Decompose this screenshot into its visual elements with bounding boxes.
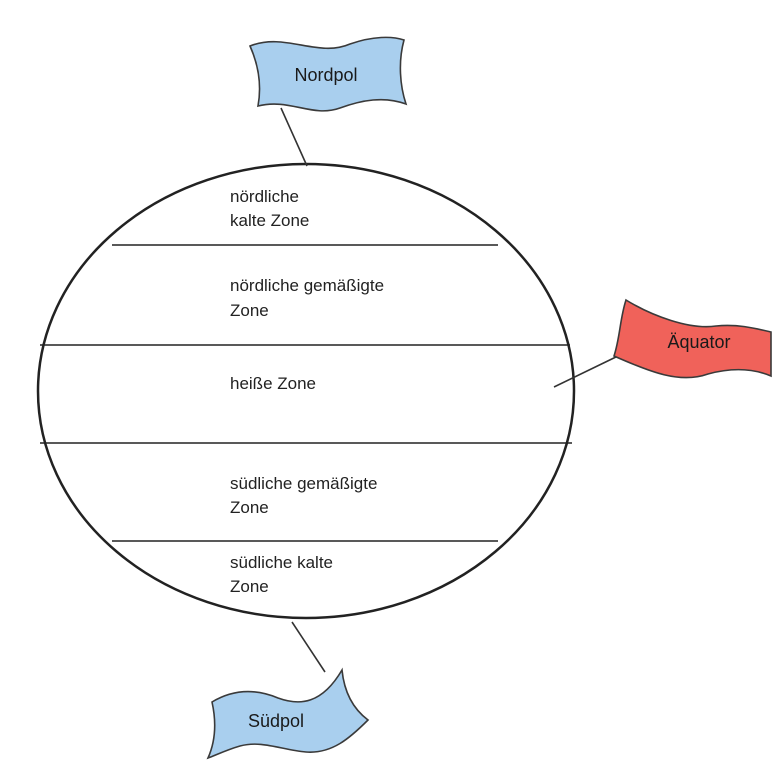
flag-suedpol-label: Südpol — [248, 711, 304, 731]
zone-north-cold-line2: kalte Zone — [230, 211, 309, 230]
flag-suedpol-pole — [291, 621, 326, 673]
zone-south-temperate-line2: Zone — [230, 498, 269, 517]
zone-south-cold-line2: Zone — [230, 577, 269, 596]
zone-south-cold: südliche kalte Zone — [230, 553, 333, 596]
zone-north-cold-line1: nördliche — [230, 187, 299, 206]
flag-nordpol: Nordpol — [248, 36, 408, 167]
flag-aequator: Äquator — [553, 298, 772, 388]
zone-north-temperate-line2: Zone — [230, 301, 269, 320]
zone-hot: heiße Zone — [230, 374, 316, 393]
zone-north-temperate-line1: nördliche gemäßigte — [230, 276, 384, 295]
flag-suedpol-cloth — [206, 667, 370, 760]
flag-aequator-pole — [553, 355, 619, 388]
zone-north-temperate: nördliche gemäßigte Zone — [230, 276, 384, 320]
flag-aequator-label: Äquator — [667, 332, 730, 352]
flag-nordpol-pole — [280, 107, 308, 167]
zone-south-cold-line1: südliche kalte — [230, 553, 333, 572]
flag-nordpol-label: Nordpol — [294, 65, 357, 85]
flag-nordpol-cloth — [248, 36, 408, 112]
zone-hot-line1: heiße Zone — [230, 374, 316, 393]
flag-aequator-cloth — [613, 298, 772, 379]
zone-south-temperate: südliche gemäßigte Zone — [230, 474, 377, 517]
zone-south-temperate-line1: südliche gemäßigte — [230, 474, 377, 493]
zone-north-cold: nördliche kalte Zone — [230, 187, 309, 230]
flag-suedpol: Südpol — [206, 621, 370, 760]
